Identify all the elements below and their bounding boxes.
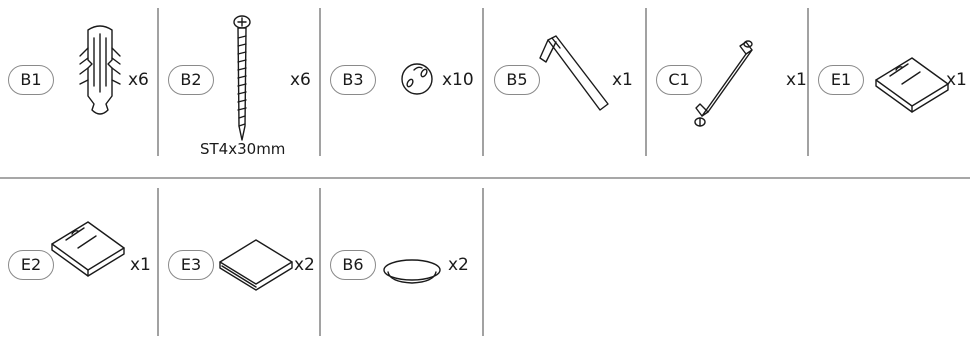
pad-icon	[220, 240, 292, 290]
part-qty-b2: x6	[290, 70, 311, 90]
part-qty-e3: x2	[294, 255, 315, 275]
oval-pad-icon	[384, 260, 440, 283]
part-label-b3: B3	[330, 65, 376, 95]
part-qty-b5: x1	[612, 70, 633, 90]
bracket-icon	[52, 222, 124, 276]
part-label-e1: E1	[818, 65, 864, 95]
part-qty-e1: x1	[946, 70, 967, 90]
part-qty-b1: x6	[128, 70, 149, 90]
wall-anchor-icon	[80, 26, 120, 114]
part-qty-b6: x2	[448, 255, 469, 275]
cap-icon	[402, 64, 432, 94]
part-spec-b2: ST4x30mm	[200, 140, 285, 158]
part-label-b6: B6	[330, 250, 376, 280]
part-label-b1: B1	[8, 65, 54, 95]
part-label-c1: C1	[656, 65, 702, 95]
part-qty-b3: x10	[442, 70, 474, 90]
part-qty-e2: x1	[130, 255, 151, 275]
bracket-icon	[876, 58, 948, 112]
hex-key-icon	[540, 36, 608, 110]
handle-icon	[695, 41, 752, 126]
part-qty-c1: x1	[786, 70, 807, 90]
part-label-e2: E2	[8, 250, 54, 280]
part-label-e3: E3	[168, 250, 214, 280]
part-label-b5: B5	[494, 65, 540, 95]
dividers	[0, 8, 970, 336]
part-label-b2: B2	[168, 65, 214, 95]
screw-icon	[234, 16, 250, 140]
